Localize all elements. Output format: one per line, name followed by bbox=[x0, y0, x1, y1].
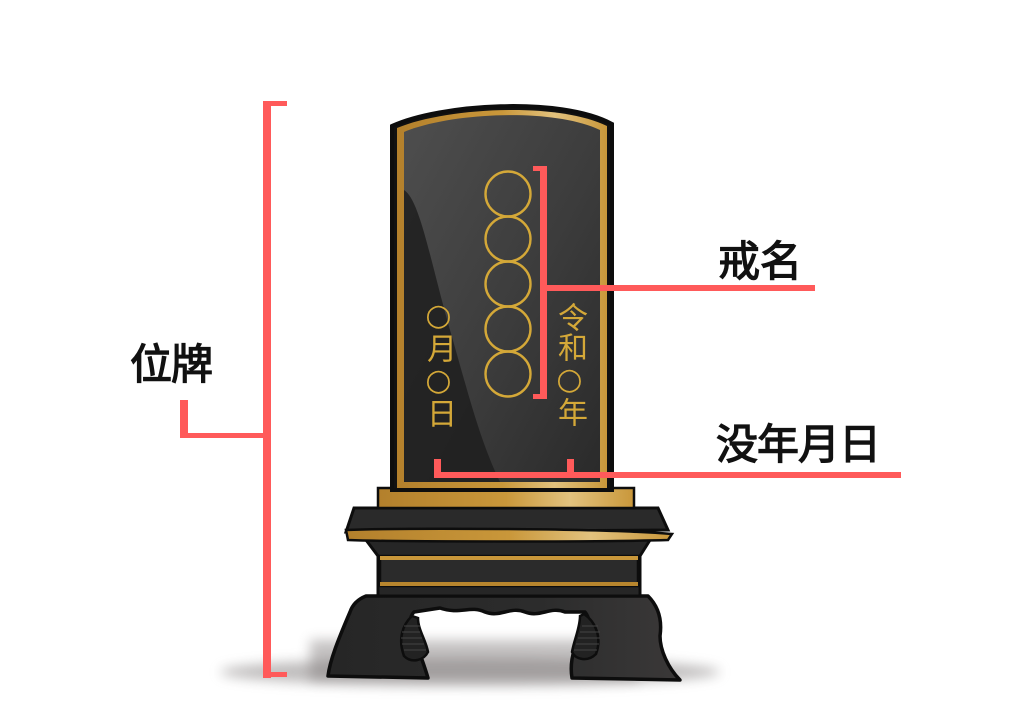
tablet-base-middle bbox=[363, 538, 653, 598]
tablet-panel bbox=[390, 104, 614, 492]
tablet-base-top bbox=[343, 486, 675, 543]
tablet-base-legs bbox=[326, 594, 682, 682]
kaimyo-placeholder-circles bbox=[484, 170, 532, 398]
label-ihai: 位牌 bbox=[130, 340, 213, 389]
ihai-bracket bbox=[180, 101, 287, 678]
label-kaimyo: 戒名 bbox=[718, 237, 803, 286]
botsunengappi-bracket bbox=[434, 459, 901, 478]
kaimyo-bracket bbox=[533, 166, 815, 399]
label-botsunengappi: 没年月日 bbox=[716, 420, 881, 469]
inscription-month-day: ○月○日 bbox=[421, 298, 456, 428]
inscription-era-year: 令和○年 bbox=[552, 302, 587, 427]
